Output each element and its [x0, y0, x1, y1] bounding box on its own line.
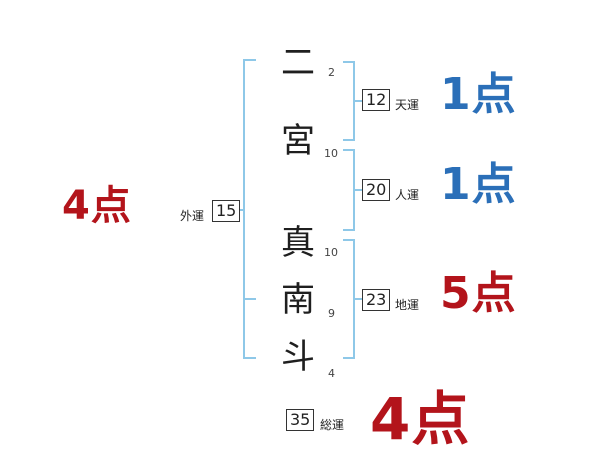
outer-bracket: [243, 59, 256, 359]
chi-bracket: [343, 239, 355, 359]
stroke-count-5: 4: [328, 367, 335, 380]
stroke-count-3: 10: [324, 246, 338, 259]
sou-label: 総運: [320, 418, 345, 432]
stroke-count-4: 9: [328, 307, 335, 320]
gai-label: 外運: [180, 209, 205, 223]
jin-bracket: [343, 149, 355, 231]
jin-value-box: 20: [362, 179, 391, 201]
jin-score: 1点: [440, 159, 517, 210]
stroke-count-1: 2: [328, 66, 335, 79]
gai-score: 4点: [62, 183, 132, 229]
ten-value-box: 12: [362, 89, 391, 111]
stroke-count-2: 10: [324, 147, 338, 160]
sou-value-box: 35: [286, 409, 315, 431]
ten-score: 1点: [440, 69, 517, 120]
name-char-3: 真: [281, 223, 315, 263]
ten-bracket: [343, 61, 355, 141]
sou-score: 4点: [370, 385, 471, 453]
chi-label: 地運: [395, 298, 420, 312]
gai-value-box: 15: [212, 200, 241, 222]
jin-label: 人運: [395, 188, 420, 202]
chi-value-box: 23: [362, 289, 391, 311]
name-char-1: 二: [281, 43, 315, 83]
name-char-4: 南: [281, 280, 315, 320]
chi-score: 5点: [440, 268, 517, 319]
ten-label: 天運: [395, 98, 420, 112]
name-char-5: 斗: [281, 337, 315, 377]
name-char-2: 宮: [281, 121, 315, 161]
